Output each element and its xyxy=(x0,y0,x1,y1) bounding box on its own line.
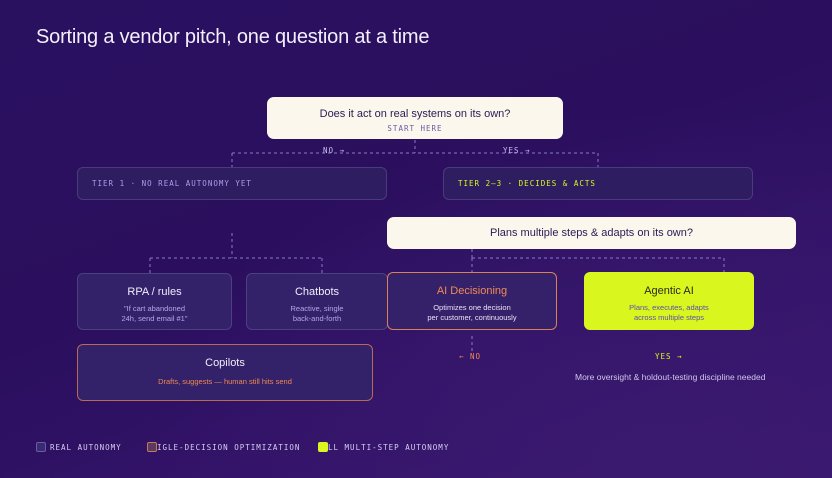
oversight-note: More oversight & holdout-testing discipl… xyxy=(575,372,766,382)
tier-1-header: TIER 1 · NO REAL AUTONOMY YET xyxy=(77,167,387,200)
question-plans-multiple-steps: Plans multiple steps & adapts on its own… xyxy=(387,217,796,249)
box-chatbots: Chatbots Reactive, single back-and-forth xyxy=(246,273,388,330)
desc-line: Optimizes one decision xyxy=(433,303,511,312)
outcome-no-label: ← NO xyxy=(459,352,482,361)
tier-2-3-header: TIER 2–3 · DECIDES & ACTS xyxy=(443,167,753,200)
question-text: Does it act on real systems on its own? xyxy=(319,108,511,120)
page-title: Sorting a vendor pitch, one question at … xyxy=(36,26,430,48)
desc-line: per customer, continuously xyxy=(427,313,517,322)
legend-item-real-autonomy: REAL AUTONOMY xyxy=(36,442,122,452)
legend-swatch xyxy=(36,442,46,452)
legend-label: IGLE-DECISION OPTIMIZATION xyxy=(157,442,301,452)
start-here-hint: START HERE xyxy=(387,124,443,133)
desc-line: across multiple steps xyxy=(633,313,705,322)
box-description: "If cart abandoned 24h, send email #1" xyxy=(78,304,231,324)
legend-swatch xyxy=(147,442,157,452)
desc-line: Reactive, single xyxy=(290,304,344,313)
legend-label: LL MULTI-STEP AUTONOMY xyxy=(328,442,450,452)
branch-yes-label: YES → xyxy=(503,146,531,155)
question-acts-on-systems: Does it act on real systems on its own? … xyxy=(267,97,563,139)
legend-item-multi-step: LL MULTI-STEP AUTONOMY xyxy=(318,442,449,452)
branch-no-label: NO → xyxy=(323,146,346,155)
legend-item-single-decision: IGLE-DECISION OPTIMIZATION xyxy=(147,442,300,452)
desc-line: 24h, send email #1" xyxy=(121,314,188,323)
box-title: RPA / rules xyxy=(127,286,182,298)
box-title: Agentic AI xyxy=(644,285,694,297)
box-rpa-rules: RPA / rules "If cart abandoned 24h, send… xyxy=(77,273,232,330)
box-description: Optimizes one decision per customer, con… xyxy=(388,303,556,323)
box-description: Drafts, suggests — human still hits send xyxy=(158,377,292,386)
desc-line: back-and-forth xyxy=(292,314,342,323)
desc-line: "If cart abandoned xyxy=(123,304,186,313)
desc-line: Plans, executes, adapts xyxy=(629,303,709,312)
box-title: Copilots xyxy=(205,357,245,369)
legend-label: REAL AUTONOMY xyxy=(50,442,122,452)
box-description: Reactive, single back-and-forth xyxy=(247,304,387,324)
question-text: Plans multiple steps & adapts on its own… xyxy=(489,227,693,239)
box-title: AI Decisioning xyxy=(436,285,508,297)
box-agentic-ai: Agentic AI Plans, executes, adapts acros… xyxy=(584,272,754,330)
box-title: Chatbots xyxy=(294,286,340,298)
box-copilots: Copilots Drafts, suggests — human still … xyxy=(77,344,373,401)
box-description: Plans, executes, adapts across multiple … xyxy=(585,303,753,323)
outcome-yes-label: YES → xyxy=(655,352,683,361)
legend-swatch xyxy=(318,442,328,452)
box-ai-decisioning: AI Decisioning Optimizes one decision pe… xyxy=(387,272,557,330)
